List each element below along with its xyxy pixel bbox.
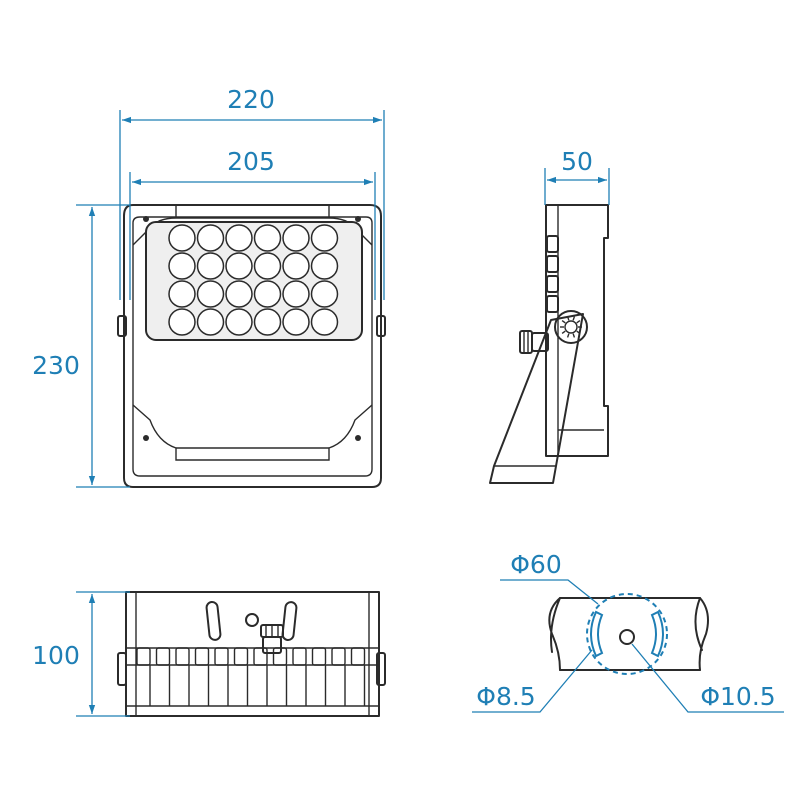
bottom-ribs: [126, 665, 379, 707]
cable-gland: [519, 330, 549, 354]
bottom-view: [117, 591, 386, 717]
led-lens: [253, 224, 282, 252]
pivot-tooth: [572, 333, 576, 338]
dim-bracket-slot: Φ8.5: [476, 682, 535, 711]
pivot-tooth: [576, 330, 581, 335]
led-panel: [145, 221, 363, 341]
bottom-cable-gland: [260, 624, 284, 654]
pivot-tooth: [566, 333, 570, 338]
led-lens: [196, 224, 225, 252]
led-lens: [310, 308, 339, 336]
leader-phi8-5: [472, 649, 593, 713]
side-mounting-bracket: [489, 313, 584, 484]
led-lens: [168, 252, 196, 280]
front-view: [117, 204, 386, 488]
led-lens: [225, 280, 253, 308]
dim-bracket-hole: Φ10.5: [700, 682, 775, 711]
detail-right-slot: [650, 610, 664, 658]
led-lens: [282, 280, 310, 308]
bottom-center-hole: [245, 613, 259, 627]
pivot-tooth: [561, 319, 566, 324]
led-lens-grid: [168, 224, 339, 336]
led-lens: [282, 308, 310, 336]
dim-front-width-inner: 205: [227, 147, 275, 176]
dim-bottom-height: 100: [32, 641, 80, 670]
bottom-left-slot: [205, 601, 222, 641]
led-lens: [282, 224, 310, 252]
pivot-tooth: [576, 319, 581, 324]
bottom-fin: [175, 647, 190, 666]
led-lens: [253, 252, 282, 280]
bracket-pivot-knob: [554, 310, 588, 344]
pivot-tooth: [561, 330, 566, 335]
bottom-left-ear: [117, 652, 127, 686]
dimension-lines: [76, 110, 784, 717]
led-lens: [168, 224, 196, 252]
side-heatsink-fins: [546, 235, 559, 313]
leader-phi60: [500, 579, 599, 605]
bottom-right-slot: [281, 601, 298, 641]
bottom-fin: [311, 647, 327, 666]
side-view: [489, 204, 609, 484]
detail-right-break: [694, 597, 709, 671]
bottom-fin: [136, 647, 151, 666]
detail-left-break: [548, 597, 561, 671]
front-bottom-corner-plates: [132, 404, 373, 461]
dim-side-depth: 50: [561, 147, 593, 176]
dim-bracket-circle: Φ60: [510, 550, 562, 579]
led-lens: [310, 252, 339, 280]
pivot-tooth: [566, 316, 570, 321]
led-lens: [196, 252, 225, 280]
led-lens: [225, 224, 253, 252]
leader-phi10-5: [631, 643, 784, 713]
bottom-fin: [194, 647, 210, 666]
led-lens: [196, 280, 225, 308]
bottom-fin: [350, 647, 366, 666]
dimension-labels: 220 205 230 50 100 Φ60 Φ8.5 Φ10.5: [32, 85, 776, 711]
bottom-fin: [253, 647, 268, 666]
bracket-pivot-center: [564, 320, 578, 334]
pivot-teeth: [560, 316, 582, 338]
dim-front-width-outer: 220: [227, 85, 275, 114]
bottom-fins: [136, 647, 366, 666]
bottom-fin: [331, 647, 346, 666]
front-outer-housing: [123, 204, 382, 488]
bottom-fin: [155, 647, 171, 666]
led-lens: [253, 280, 282, 308]
bottom-right-ear: [376, 652, 386, 686]
bottom-fin: [233, 647, 249, 666]
detail-bracket-plate: [559, 597, 701, 671]
bracket-detail: [548, 593, 709, 675]
front-screws: [143, 216, 361, 441]
led-lens: [310, 224, 339, 252]
led-lens: [225, 252, 253, 280]
bottom-fin: [214, 647, 229, 666]
led-lens: [168, 280, 196, 308]
detail-phi60-circle: [586, 593, 668, 675]
detail-left-slot: [590, 610, 604, 658]
led-lens: [253, 308, 282, 336]
led-lens: [225, 308, 253, 336]
led-lens: [310, 280, 339, 308]
pivot-tooth: [572, 316, 576, 321]
led-lens: [168, 308, 196, 336]
bottom-housing: [125, 591, 380, 717]
led-lens: [282, 252, 310, 280]
bottom-fin: [292, 647, 307, 666]
front-left-ear: [117, 315, 127, 337]
detail-center-hole: [619, 629, 635, 645]
side-housing: [545, 204, 609, 457]
led-lens: [196, 308, 225, 336]
front-inner-frame: [132, 216, 373, 477]
dim-front-height: 230: [32, 351, 80, 380]
